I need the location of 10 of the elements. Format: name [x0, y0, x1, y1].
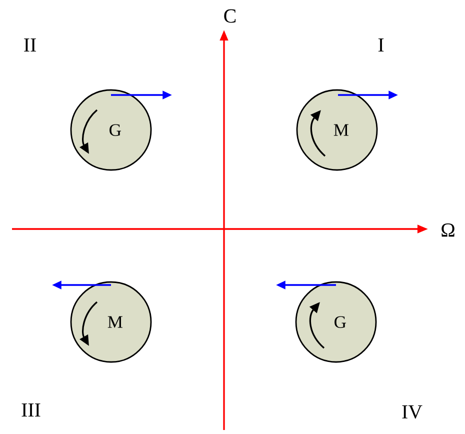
- motor-disc: G: [70, 89, 152, 171]
- axis-label: IV: [402, 405, 422, 419]
- motor-disc: M: [70, 281, 152, 363]
- axis-label: III: [22, 403, 40, 417]
- axis-label: C: [224, 9, 236, 23]
- axis-label: I: [378, 38, 384, 52]
- motor-disc: G: [295, 281, 377, 363]
- axis-label: II: [24, 38, 36, 52]
- axis-label: Ω: [442, 223, 454, 237]
- motor-disc: M: [296, 89, 378, 171]
